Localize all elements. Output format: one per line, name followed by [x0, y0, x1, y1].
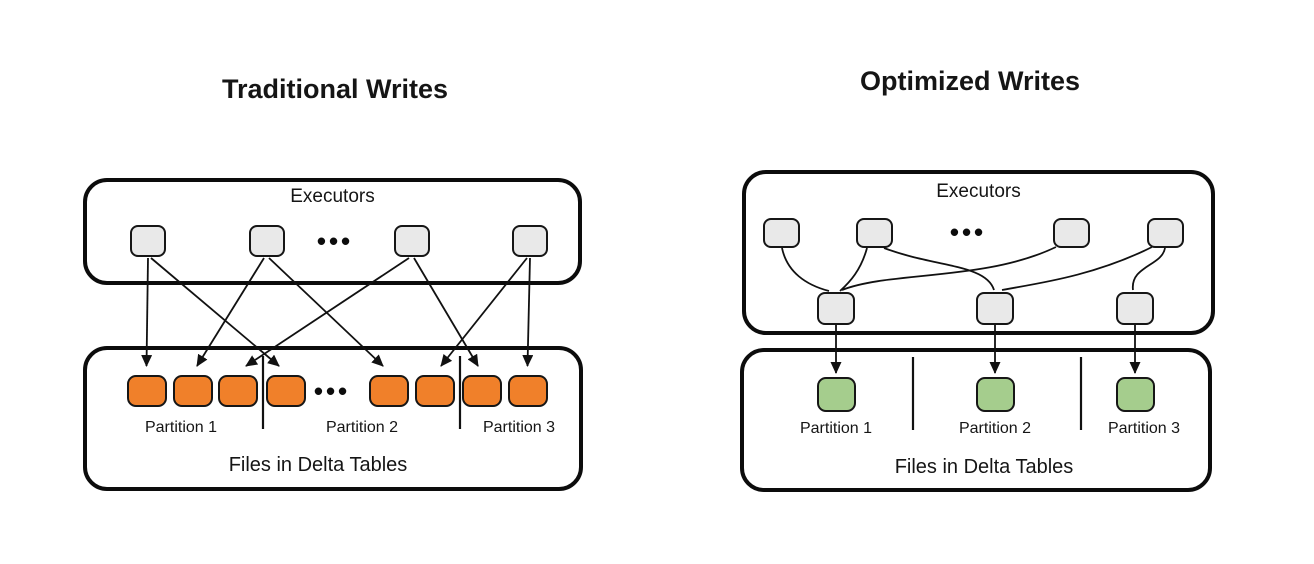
right-shuffle-node-1 [817, 292, 855, 325]
left-executor-node-3 [394, 225, 430, 257]
right-files-box-label: Files in Delta Tables [894, 456, 1074, 478]
left-executor-node-4 [512, 225, 548, 257]
left-file-node-3 [218, 375, 258, 407]
left-partition-3-label: Partition 3 [482, 419, 556, 436]
left-files-box-label: Files in Delta Tables [228, 454, 408, 476]
left-partition-2-label: Partition 2 [325, 419, 399, 436]
left-executor-node-1 [130, 225, 166, 257]
right-executors-label: Executors [936, 181, 1021, 202]
left-executor-node-2 [249, 225, 285, 257]
right-file-node-1 [817, 377, 856, 412]
left-file-node-2 [173, 375, 213, 407]
left-diagram-title: Traditional Writes [221, 74, 449, 104]
right-file-node-2 [976, 377, 1015, 412]
right-shuffle-node-2 [976, 292, 1014, 325]
right-executor-node-3 [1053, 218, 1090, 248]
right-partition-2-label: Partition 2 [958, 420, 1032, 437]
left-file-node-8 [508, 375, 548, 407]
left-files-box [83, 346, 583, 491]
right-partition-3-label: Partition 3 [1107, 420, 1181, 437]
left-file-node-7 [462, 375, 502, 407]
left-file-node-4 [266, 375, 306, 407]
left-executors-label: Executors [290, 186, 375, 207]
right-shuffle-node-3 [1116, 292, 1154, 325]
right-executor-node-4 [1147, 218, 1184, 248]
right-executors-ellipsis: ••• [949, 217, 987, 247]
left-file-node-1 [127, 375, 167, 407]
left-partition-1-label: Partition 1 [144, 419, 218, 436]
left-file-node-6 [415, 375, 455, 407]
right-file-node-3 [1116, 377, 1155, 412]
left-executors-ellipsis: ••• [316, 226, 354, 256]
right-executor-node-1 [763, 218, 800, 248]
right-partition-1-label: Partition 1 [799, 420, 873, 437]
left-file-node-5 [369, 375, 409, 407]
left-files-ellipsis: ••• [313, 376, 351, 406]
right-diagram-title: Optimized Writes [859, 66, 1081, 96]
right-executor-node-2 [856, 218, 893, 248]
